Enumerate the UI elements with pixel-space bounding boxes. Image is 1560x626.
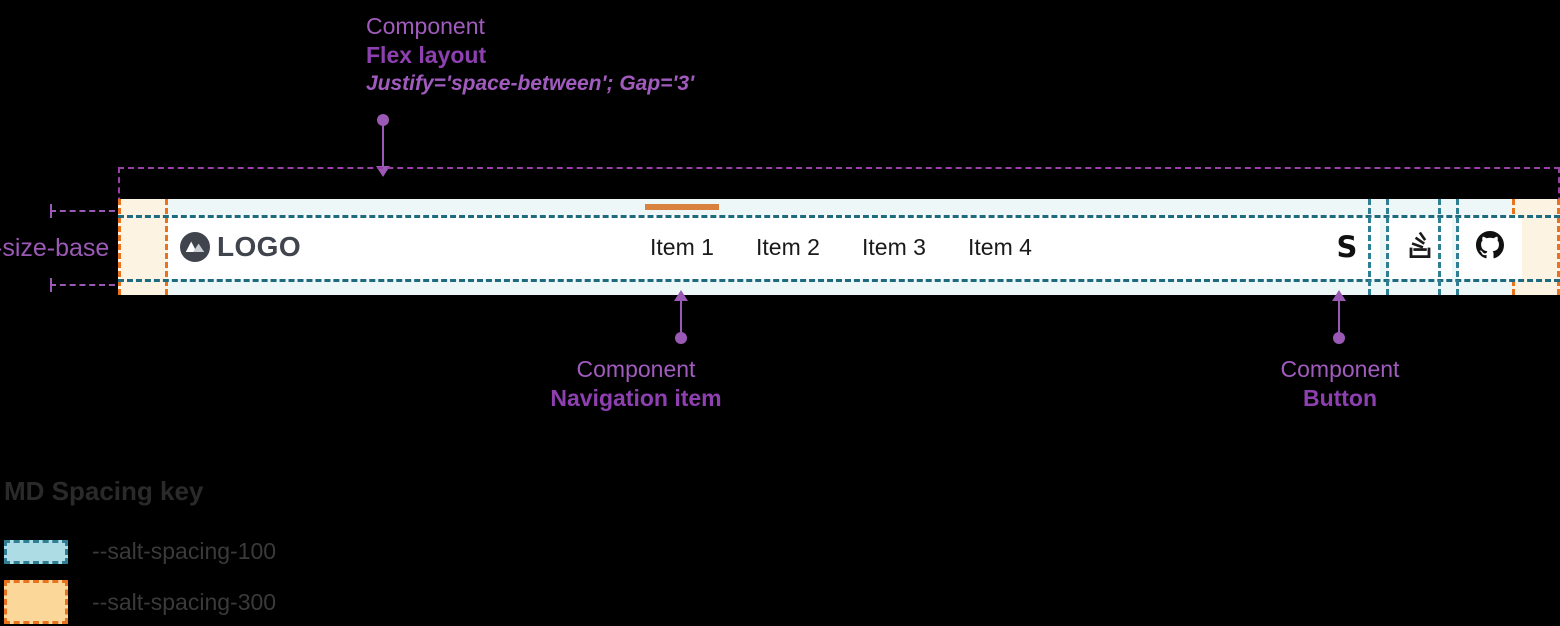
logo-text: LOGO	[217, 231, 302, 262]
leader-arrowhead	[1332, 290, 1346, 301]
callout-name: Navigation item	[550, 385, 722, 412]
spacing-key-title: MD Spacing key	[4, 476, 204, 506]
guide-gap-2-right	[1456, 199, 1459, 295]
size-base-label: -size-base	[0, 234, 110, 262]
dimension-leader-top	[50, 210, 164, 212]
callout-props: Justify='space-between'; Gap='3'	[366, 71, 695, 95]
leader-stem	[1338, 300, 1340, 334]
callout-kind: Component	[1280, 356, 1400, 382]
leader-dot	[1333, 332, 1345, 344]
leader-arrowhead	[674, 290, 688, 301]
github-button[interactable]	[1458, 223, 1522, 271]
legend-label-spacing-300: --salt-spacing-300	[92, 588, 277, 615]
callout-button: Component Button	[1224, 355, 1456, 414]
navbar: LOGO Item 1 Item 2 Item 3 Item 4 S	[118, 199, 1560, 295]
icon-cell-github	[1458, 215, 1522, 279]
legend-row-spacing-300: --salt-spacing-300	[4, 580, 276, 624]
leader-stem	[680, 300, 682, 334]
nav-item-2[interactable]: Item 2	[756, 234, 820, 260]
logo[interactable]: LOGO	[180, 231, 301, 263]
callout-name: Flex layout	[366, 42, 487, 69]
callout-name: Button	[1302, 385, 1378, 412]
dimension-leader-bottom	[50, 284, 164, 286]
swatch-spacing-300	[4, 580, 68, 624]
guide-bottom-spacing-100	[118, 279, 1560, 282]
navbar-content-plate	[168, 215, 1512, 279]
leader-stem	[382, 120, 384, 168]
callout-flex-layout: Component Flex layout Justify='space-bet…	[366, 12, 694, 98]
guide-gap-1-right	[1386, 199, 1389, 295]
guide-top-spacing-100	[118, 215, 1560, 218]
guide-gap-1-left	[1368, 199, 1371, 295]
salt-button[interactable]: S	[1314, 223, 1380, 271]
leader-dot	[675, 332, 687, 344]
legend-row-spacing-100: --salt-spacing-100	[4, 538, 276, 565]
leader-arrowhead	[376, 166, 390, 177]
nav-item-1[interactable]: Item 1	[650, 234, 714, 260]
nav-item-4[interactable]: Item 4	[968, 234, 1032, 260]
stack-overflow-icon	[1407, 231, 1433, 264]
callout-kind: Component	[366, 13, 485, 39]
callout-kind: Component	[576, 356, 696, 382]
stackoverflow-button[interactable]	[1388, 223, 1452, 271]
guide-gap-2-left	[1438, 199, 1441, 295]
callout-navigation-item: Component Navigation item	[512, 355, 760, 414]
mountain-logo-icon	[180, 232, 210, 262]
legend-label-spacing-100: --salt-spacing-100	[92, 538, 277, 564]
dimension-cap-top	[50, 204, 52, 218]
salt-s-icon: S	[1336, 230, 1358, 264]
dimension-cap-bottom	[50, 278, 52, 292]
swatch-spacing-100	[4, 539, 68, 564]
github-icon	[1476, 230, 1504, 264]
size-base-dimension	[44, 204, 164, 292]
nav-item-3[interactable]: Item 3	[862, 234, 926, 260]
active-indicator-item-1	[645, 204, 719, 210]
